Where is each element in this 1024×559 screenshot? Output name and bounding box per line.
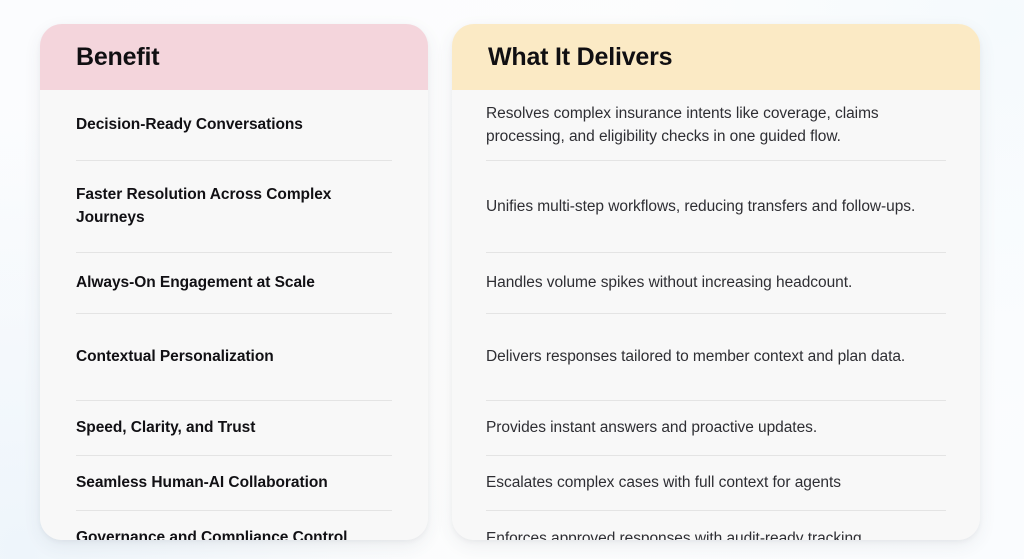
table-row: Unifies multi-step workflows, reducing t…	[486, 161, 946, 253]
delivers-card-body: Resolves complex insurance intents like …	[452, 90, 980, 540]
delivers-description: Delivers responses tailored to member co…	[486, 348, 906, 366]
table-row: Escalates complex cases with full contex…	[486, 456, 946, 511]
table-row: Speed, Clarity, and Trust	[76, 401, 392, 456]
table-row: Faster Resolution Across Complex Journey…	[76, 161, 392, 253]
table-row: Handles volume spikes without increasing…	[486, 253, 946, 314]
delivers-description: Handles volume spikes without increasing…	[486, 274, 853, 292]
table-row: Always-On Engagement at Scale	[76, 253, 392, 314]
benefit-label: Faster Resolution Across Complex Journey…	[76, 186, 332, 226]
benefit-label: Seamless Human-AI Collaboration	[76, 473, 328, 491]
benefit-label: Speed, Clarity, and Trust	[76, 418, 256, 436]
delivers-description: Escalates complex cases with full contex…	[486, 474, 841, 492]
benefit-label: Always-On Engagement at Scale	[76, 273, 315, 291]
benefit-card: Benefit Decision-Ready Conversations Fas…	[40, 24, 428, 540]
table-row: Provides instant answers and proactive u…	[486, 401, 946, 456]
delivers-column-title: What It Delivers	[488, 42, 673, 71]
delivers-card-header: What It Delivers	[452, 24, 980, 90]
table-row: Resolves complex insurance intents like …	[486, 90, 946, 161]
delivers-description: Enforces approved responses with audit-r…	[486, 529, 866, 540]
benefit-label: Decision-Ready Conversations	[76, 115, 303, 133]
table-row: Delivers responses tailored to member co…	[486, 314, 946, 401]
benefit-label: Contextual Personalization	[76, 347, 274, 365]
delivers-description: Unifies multi-step workflows, reducing t…	[486, 197, 916, 215]
benefit-column-title: Benefit	[76, 42, 160, 71]
table-row: Contextual Personalization	[76, 314, 392, 401]
table-row: Governance and Compliance Control	[76, 511, 392, 540]
benefit-card-header: Benefit	[40, 24, 428, 90]
benefit-card-body: Decision-Ready Conversations Faster Reso…	[40, 90, 428, 540]
delivers-card: What It Delivers Resolves complex insura…	[452, 24, 980, 540]
delivers-description: Provides instant answers and proactive u…	[486, 419, 818, 437]
delivers-description: Resolves complex insurance intents like …	[486, 104, 879, 145]
table-row: Enforces approved responses with audit-r…	[486, 511, 946, 540]
table-row: Seamless Human-AI Collaboration	[76, 456, 392, 511]
benefit-label: Governance and Compliance Control	[76, 529, 348, 540]
table-row: Decision-Ready Conversations	[76, 90, 392, 161]
